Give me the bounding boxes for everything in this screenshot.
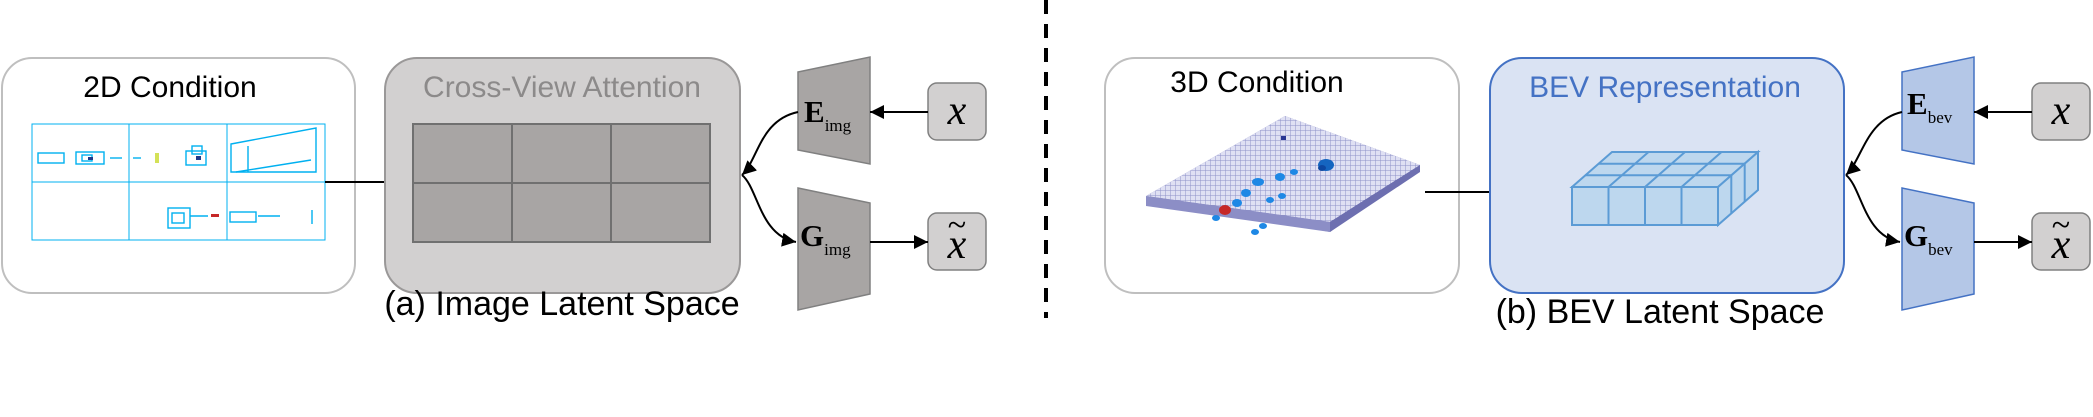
decoder-bev-label: Gbev bbox=[1904, 218, 1953, 259]
caption-image-latent-space: (a) Image Latent Space bbox=[384, 285, 739, 323]
panel-image-latent-space: 2D Condition bbox=[1, 56, 987, 323]
panel-bev-latent-space: 3D Condition BEV Representation bbox=[1104, 56, 2091, 331]
condition-2d-title: 2D Condition bbox=[83, 71, 256, 104]
bev-representation-title: BEV Representation bbox=[1529, 71, 1801, 104]
decoder-bev-trapezoid bbox=[1901, 187, 1975, 311]
arrow-attention-to-decoder bbox=[741, 174, 797, 247]
output-x-tilde-mark: ~ bbox=[948, 207, 966, 244]
output-x-tilde-mark-bev: ~ bbox=[2052, 207, 2070, 244]
voxel-occupancy-image bbox=[1146, 116, 1420, 235]
encoder-img-label: Eimg bbox=[804, 94, 852, 135]
arrow-bev-to-decoder bbox=[1845, 174, 1901, 247]
encoder-bev-trapezoid bbox=[1901, 56, 1975, 165]
condition-3d-title: 3D Condition bbox=[1170, 66, 1343, 99]
attention-grid bbox=[412, 123, 711, 243]
encoder-bev-label: Ebev bbox=[1907, 86, 1953, 127]
output-x-symbol-bev: x bbox=[2051, 222, 2071, 268]
bev-feature-cube bbox=[1569, 149, 1761, 228]
arrow-encoder-to-bev bbox=[1845, 111, 1903, 176]
input-x-symbol-bev: x bbox=[2051, 88, 2071, 134]
decoder-img-trapezoid bbox=[797, 187, 871, 311]
input-x-symbol: x bbox=[947, 88, 967, 134]
cross-view-attention-title: Cross-View Attention bbox=[423, 71, 701, 104]
output-x-symbol: x bbox=[947, 222, 967, 268]
caption-bev-latent-space: (b) BEV Latent Space bbox=[1496, 293, 1825, 331]
decoder-img-label: Gimg bbox=[800, 218, 851, 259]
encoder-img-trapezoid bbox=[797, 56, 871, 165]
arrow-encoder-to-attention bbox=[741, 111, 799, 176]
multi-view-sketch-image bbox=[31, 123, 326, 241]
